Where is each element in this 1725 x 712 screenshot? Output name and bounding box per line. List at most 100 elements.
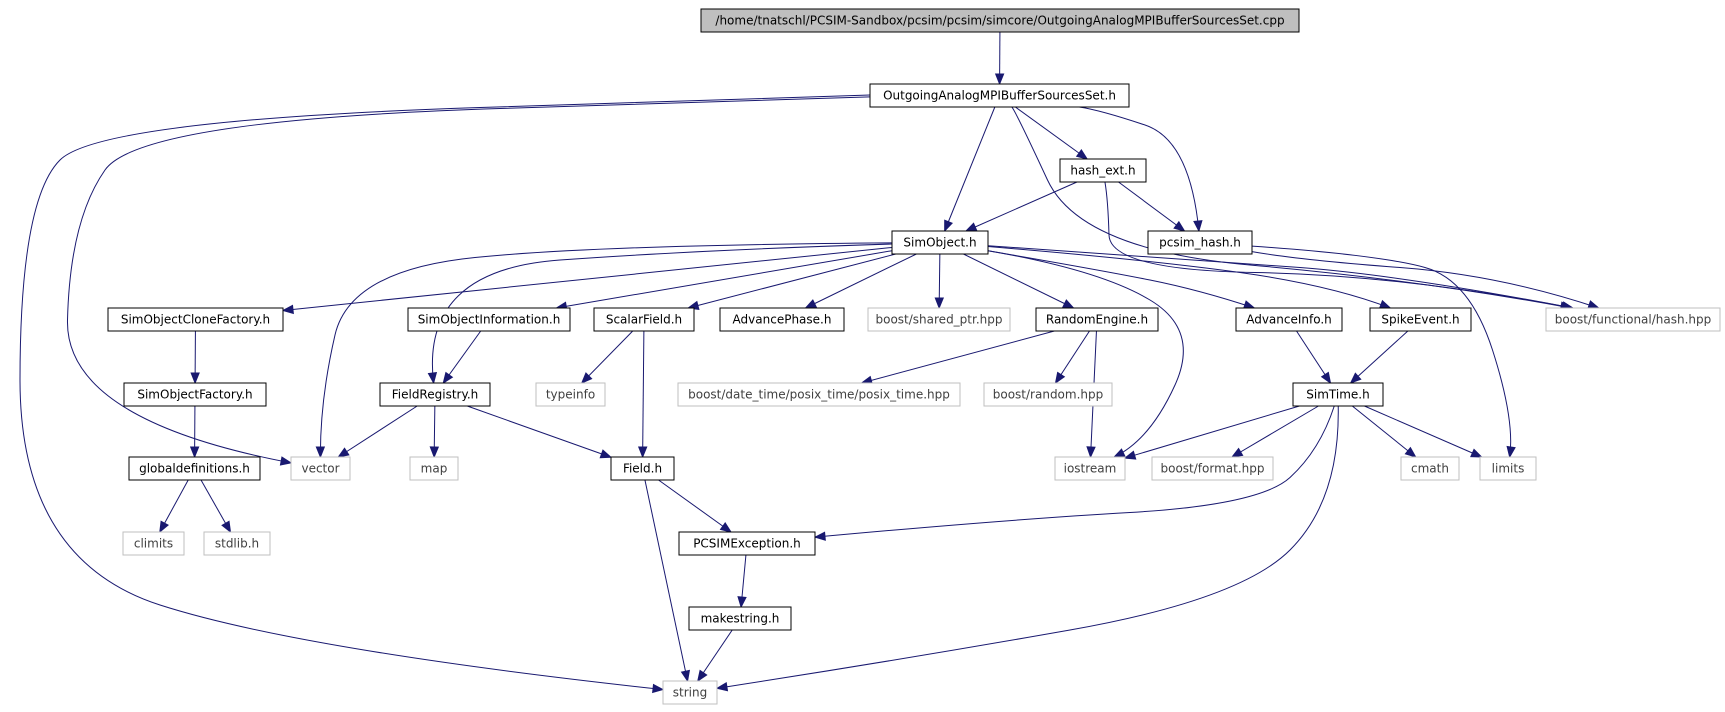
- edge-field-to-string: [644, 479, 691, 683]
- edge-scalarfield-to-typeinfo: [580, 330, 634, 384]
- node-globaldef[interactable]: globaldefinitions.h: [128, 456, 261, 481]
- arrowhead: [637, 446, 648, 459]
- node-outgoing[interactable]: OutgoingAnalogMPIBufferSourcesSet.h: [869, 83, 1130, 108]
- edge-simtime-to-cmath: [1351, 405, 1417, 458]
- edge-line: [1104, 181, 1573, 309]
- node-fieldregistry[interactable]: FieldRegistry.h: [379, 382, 491, 407]
- node-box: [610, 456, 675, 481]
- node-format[interactable]: boost/format.hpp: [1151, 456, 1274, 481]
- node-box: [1292, 382, 1384, 407]
- node-pcsimhash[interactable]: pcsim_hash.h: [1147, 230, 1253, 255]
- edge-line: [19, 94, 871, 691]
- edge-line: [282, 246, 893, 311]
- node-box: [203, 531, 271, 556]
- node-hashext[interactable]: hash_ext.h: [1059, 158, 1147, 183]
- edge-information-to-fieldregistry: [442, 330, 482, 385]
- node-objectfactory[interactable]: SimObjectFactory.h: [123, 382, 267, 407]
- arrowhead: [221, 520, 232, 534]
- edge-randomengine-to-posixtime: [860, 330, 1055, 385]
- arrowhead: [1506, 445, 1516, 459]
- arrowhead: [1587, 300, 1600, 310]
- node-label: SimObjectCloneFactory.h: [121, 313, 270, 327]
- edge-line: [1079, 106, 1200, 232]
- node-functionalhash[interactable]: boost/functional/hash.hpp: [1545, 307, 1721, 332]
- arrowhead: [1320, 371, 1332, 385]
- node-spikeevent[interactable]: SpikeEvent.h: [1369, 307, 1472, 332]
- arrowhead: [697, 669, 708, 683]
- node-label: AdvanceInfo.h: [1246, 313, 1332, 327]
- arrowhead: [429, 446, 440, 459]
- node-randomengine[interactable]: RandomEngine.h: [1035, 307, 1159, 332]
- edge-line: [319, 242, 893, 458]
- node-label: SimObject.h: [903, 236, 976, 250]
- node-box: [891, 230, 989, 255]
- node-label: SimTime.h: [1306, 388, 1369, 402]
- edge-line: [987, 245, 1573, 309]
- node-string[interactable]: string: [662, 680, 718, 705]
- edge-line: [861, 330, 1055, 384]
- node-posixtime[interactable]: boost/date_time/posix_time/posix_time.hp…: [677, 382, 961, 407]
- node-typeinfo[interactable]: typeinfo: [535, 382, 606, 407]
- edge-line: [1364, 405, 1482, 458]
- node-box: [1369, 307, 1472, 332]
- node-stdlib[interactable]: stdlib.h: [203, 531, 271, 556]
- nodes: /home/tnatschl/PCSIM-Sandbox/pcsim/pcsim…: [107, 8, 1721, 705]
- arrowhead: [599, 449, 613, 459]
- edge-clonefactory-to-objectfactory: [190, 330, 200, 385]
- node-box: [1059, 158, 1147, 183]
- arrowhead: [1123, 450, 1137, 460]
- edge-line: [1011, 106, 1572, 309]
- node-random[interactable]: boost/random.hpp: [983, 382, 1113, 407]
- node-cmath[interactable]: cmath: [1400, 456, 1460, 481]
- node-sharedptr[interactable]: boost/shared_ptr.hpp: [867, 307, 1011, 332]
- node-box: [869, 83, 1130, 108]
- node-label: boost/random.hpp: [993, 388, 1104, 402]
- edge-outgoing-to-vector: [66, 96, 871, 466]
- node-label: boost/format.hpp: [1161, 462, 1265, 476]
- arrowhead: [580, 372, 593, 384]
- node-clonefactory[interactable]: SimObjectCloneFactory.h: [107, 307, 284, 332]
- node-label: PCSIMException.h: [693, 537, 801, 551]
- node-box: [678, 531, 816, 556]
- arrowhead: [715, 682, 729, 692]
- node-box: [535, 382, 606, 407]
- arrowhead: [944, 219, 953, 233]
- arrowhead: [719, 522, 733, 533]
- edge-simobject-to-scalarfield: [686, 253, 896, 310]
- node-label: string: [673, 686, 707, 700]
- node-scalarfield[interactable]: ScalarField.h: [593, 307, 695, 332]
- node-makestring[interactable]: makestring.h: [688, 606, 792, 631]
- node-label: boost/functional/hash.hpp: [1555, 313, 1712, 327]
- edge-randomengine-to-random: [1054, 330, 1090, 385]
- node-vector[interactable]: vector: [290, 456, 351, 481]
- arrowhead: [427, 372, 438, 385]
- node-label: /home/tnatschl/PCSIM-Sandbox/pcsim/pcsim…: [715, 14, 1284, 28]
- node-climits[interactable]: climits: [122, 531, 185, 556]
- node-iostream[interactable]: iostream: [1054, 456, 1126, 481]
- node-simtime[interactable]: SimTime.h: [1292, 382, 1384, 407]
- node-limits[interactable]: limits: [1479, 456, 1537, 481]
- arrowhead: [1112, 448, 1126, 458]
- node-label: boost/shared_ptr.hpp: [876, 313, 1003, 327]
- node-simobject[interactable]: SimObject.h: [891, 230, 989, 255]
- arrowhead: [189, 446, 200, 459]
- edge-makestring-to-string: [697, 629, 733, 683]
- node-root[interactable]: /home/tnatschl/PCSIM-Sandbox/pcsim/pcsim…: [700, 8, 1300, 33]
- edge-outgoing-to-pcsimhash: [1079, 106, 1203, 233]
- edge-line: [688, 253, 896, 309]
- arrowhead: [1349, 372, 1362, 384]
- node-field[interactable]: Field.h: [610, 456, 675, 481]
- node-advancephase[interactable]: AdvancePhase.h: [719, 307, 845, 332]
- edge-line: [556, 250, 893, 309]
- node-pcsimexception[interactable]: PCSIMException.h: [678, 531, 816, 556]
- arrowhead: [964, 222, 978, 232]
- node-advanceinfo[interactable]: AdvanceInfo.h: [1235, 307, 1343, 332]
- node-information[interactable]: SimObjectInformation.h: [407, 307, 571, 332]
- arrowhead: [934, 297, 945, 310]
- arrowhead: [279, 456, 293, 466]
- edge-line: [644, 479, 689, 682]
- node-map[interactable]: map: [409, 456, 459, 481]
- arrowhead: [337, 447, 350, 458]
- node-box: [983, 382, 1113, 407]
- edge-line: [581, 330, 634, 384]
